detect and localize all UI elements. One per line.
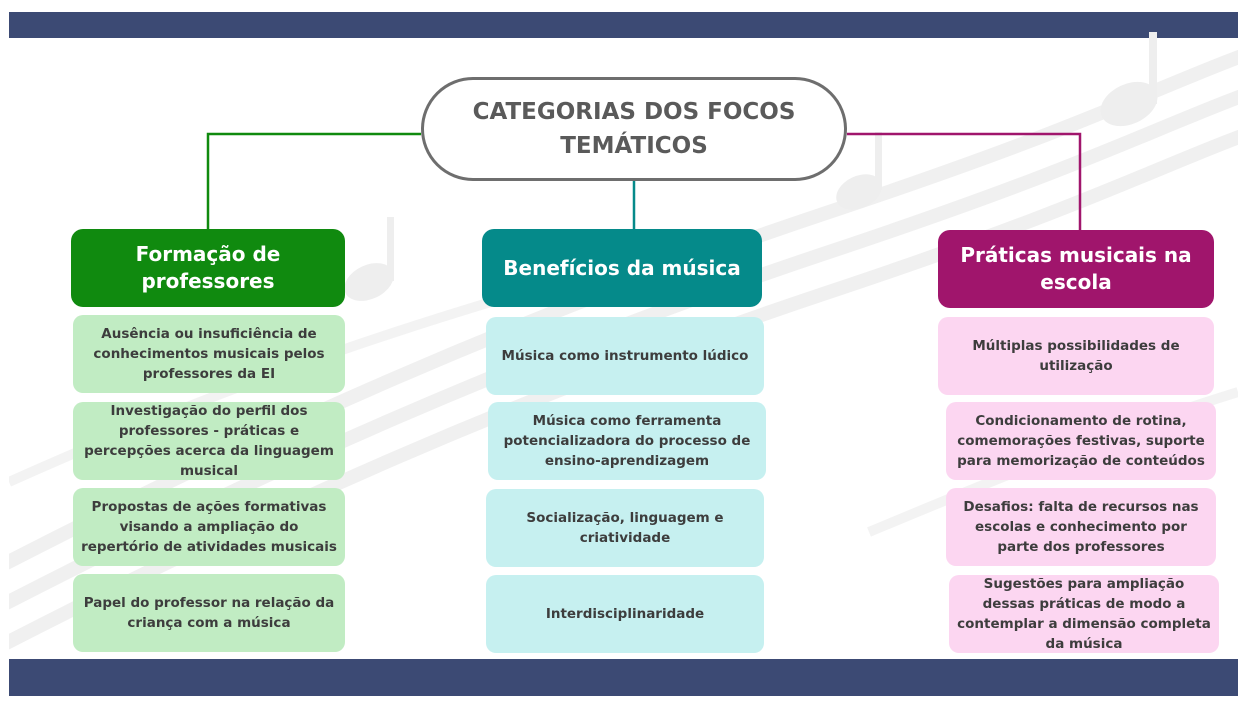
topic-card: Ausência ou insuficiência de conheciment… [73, 315, 345, 393]
topic-card: Desafios: falta de recursos nas escolas … [946, 488, 1216, 566]
topic-card: Interdisciplinaridade [486, 575, 764, 653]
topic-card: Condicionamento de rotina, comemorações … [946, 402, 1216, 480]
connector-lines [206, 132, 1082, 230]
topic-card: Socialização, linguagem e criatividade [486, 489, 764, 567]
topic-card: Música como ferramenta potencializadora … [488, 402, 766, 480]
category-header-beneficios: Benefícios da música [482, 229, 762, 307]
topic-card: Música como instrumento lúdico [486, 317, 764, 395]
connector-left [206, 132, 421, 230]
bottom-banner-bar [9, 659, 1238, 696]
diagram-canvas: CATEGORIAS DOS FOCOS TEMÁTICOS Formação … [9, 12, 1238, 696]
central-topic-node: CATEGORIAS DOS FOCOS TEMÁTICOS [421, 77, 847, 181]
topic-card: Investigação do perfil dos professores -… [73, 402, 345, 480]
top-banner-bar [9, 12, 1238, 38]
topic-card: Sugestões para ampliação dessas práticas… [949, 575, 1219, 653]
category-header-praticas: Práticas musicais na escola [938, 230, 1214, 308]
central-topic-title: CATEGORIAS DOS FOCOS TEMÁTICOS [472, 99, 796, 159]
topic-card: Múltiplas possibilidades de utilização [938, 317, 1214, 395]
connector-right [847, 132, 1082, 230]
topic-card: Propostas de ações formativas visando a … [73, 488, 345, 566]
category-header-formacao: Formação de professores [71, 229, 345, 307]
topic-card: Papel do professor na relação da criança… [73, 574, 345, 652]
